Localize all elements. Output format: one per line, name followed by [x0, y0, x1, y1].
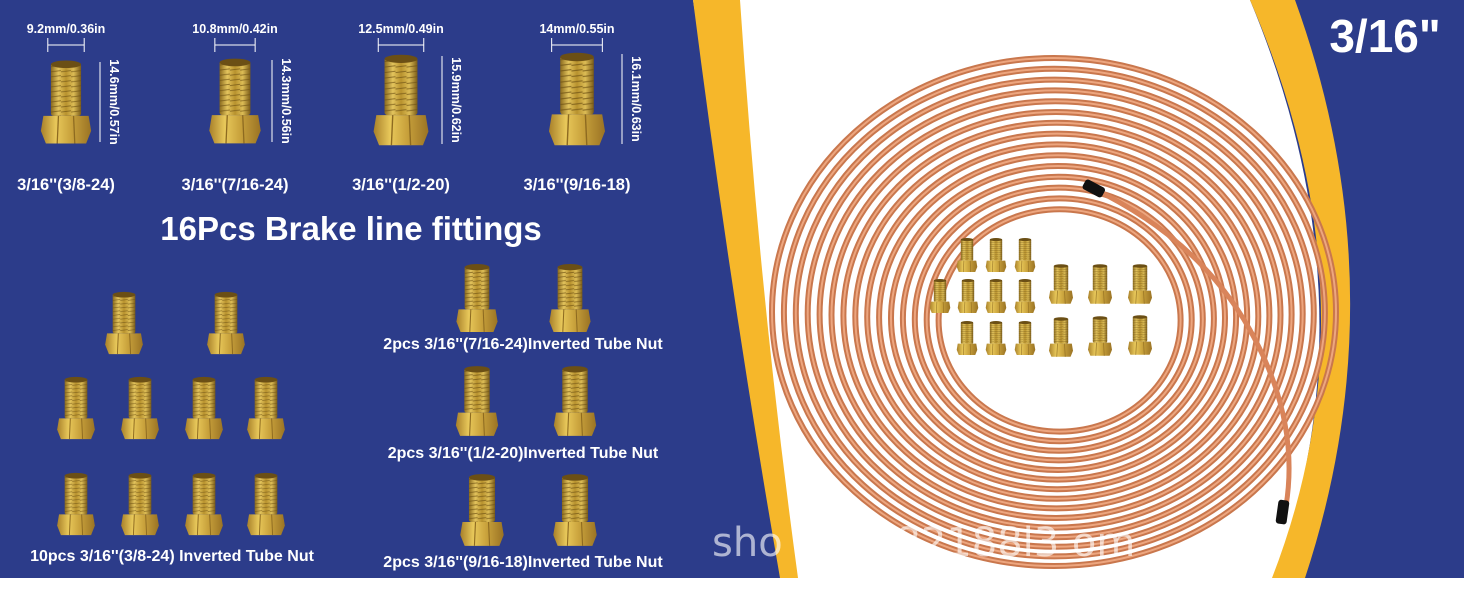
coil-highlight: [818, 100, 1293, 529]
fitting-size-label: 3/16''(3/8-24): [17, 176, 115, 194]
fitting-size-label: 3/16''(7/16-24): [182, 176, 289, 194]
tube-nut-fitting-icon: [372, 53, 430, 147]
tube-nut-fitting-icon: [454, 365, 500, 437]
fitting-height-label: 14.6mm/0.57in: [107, 59, 121, 144]
tube-nut-fitting-icon: [208, 57, 262, 145]
tube-nut-fitting-icon: [548, 51, 606, 147]
right-group-label-2: 2pcs 3/16''(1/2-20)Inverted Tube Nut: [388, 445, 659, 462]
coil-highlight: [771, 57, 1337, 567]
coil-highlight: [901, 175, 1215, 462]
coil-highlight: [925, 197, 1193, 443]
fitting-spec-2: 10.8mm/0.42in 14.3mm/0.56in 3/16''(7/16-24…: [182, 22, 293, 194]
tube-nut-fitting-icon: [459, 473, 505, 547]
coil-highlight: [782, 67, 1326, 558]
fitting-spec-4: 14mm/0.55in 16.1mm/0.63in 3/16''(9/16-18): [524, 22, 643, 194]
bottom-strip: [0, 578, 1464, 600]
right-corner-panel: [693, 0, 1464, 578]
coil-tail: [1090, 185, 1292, 507]
coil-highlight: [937, 208, 1182, 433]
yellow-swoosh-left: [693, 0, 798, 578]
fitting-width-label: 10.8mm/0.42in: [192, 22, 277, 36]
tube-nut-fitting-icon: [184, 472, 224, 536]
tube-nut-fitting-icon: [40, 59, 92, 145]
fitting-width-label: 9.2mm/0.36in: [27, 22, 106, 36]
copper-brake-line-coil-icon: [769, 55, 1339, 569]
coil-highlight: [890, 165, 1226, 471]
fitting-height-label: 15.9mm/0.62in: [449, 57, 463, 142]
coil-highlight: [830, 111, 1282, 519]
left-group-label: 10pcs 3/16''(3/8-24) Inverted Tube Nut: [30, 548, 315, 565]
coil-highlight: [794, 78, 1315, 548]
coil-highlight: [913, 186, 1204, 452]
watermark: sho 126y82188l3 om: [712, 520, 1135, 566]
size-badge: 3/16": [1329, 10, 1440, 62]
fitting-size-label: 3/16''(9/16-18): [524, 176, 631, 194]
yellow-swoosh-right: [1250, 0, 1351, 578]
right-group-label-1: 2pcs 3/16''(7/16-24)Inverted Tube Nut: [383, 336, 663, 353]
fitting-height-label: 16.1mm/0.63in: [629, 56, 643, 141]
tube-nut-fitting-icon: [246, 376, 286, 440]
fitting-dimension-row: 9.2mm/0.36in 14.6mm/0.57in 3/16''(3/8-24) 1…: [17, 22, 643, 194]
tube-nut-fitting-icon: [552, 473, 598, 547]
fitting-height-label: 14.3mm/0.56in: [279, 58, 293, 143]
coil-highlight: [854, 132, 1260, 500]
fitting-width-label: 14mm/0.55in: [539, 22, 614, 36]
tube-nut-fitting-icon: [455, 263, 499, 333]
coil-highlight: [866, 143, 1249, 491]
tube-end-cap: [1082, 179, 1106, 198]
fitting-width-label: 12.5mm/0.49in: [358, 22, 443, 36]
fitting-size-label: 3/16''(1/2-20): [352, 176, 450, 194]
coil-highlight: [806, 89, 1304, 539]
tube-nut-fitting-icon: [56, 376, 96, 440]
tube-nut-fitting-icon: [120, 376, 160, 440]
banner-title: 16Pcs Brake line fittings: [160, 210, 541, 247]
right-nut-groups: [454, 263, 598, 547]
left-nut-group: [56, 291, 286, 536]
tube-nut-fitting-icon: [548, 263, 592, 333]
tube-nut-fitting-icon: [104, 291, 144, 355]
fitting-spec-3: 12.5mm/0.49in 15.9mm/0.62in 3/16''(1/2-20): [352, 22, 463, 194]
coil-highlight: [878, 154, 1238, 481]
tube-nut-fitting-icon: [184, 376, 224, 440]
fitting-spec-1: 9.2mm/0.36in 14.6mm/0.57in 3/16''(3/8-24): [17, 22, 121, 194]
coil-highlight: [842, 121, 1271, 510]
right-group-label-3: 2pcs 3/16''(9/16-18)Inverted Tube Nut: [383, 554, 663, 571]
tube-nut-fitting-icon: [206, 291, 246, 355]
tube-nut-fitting-icon: [120, 472, 160, 536]
tube-nut-fitting-icon: [552, 365, 598, 437]
tube-end-cap: [1275, 499, 1290, 525]
tube-nut-fitting-icon: [246, 472, 286, 536]
tube-nut-fitting-icon: [56, 472, 96, 536]
